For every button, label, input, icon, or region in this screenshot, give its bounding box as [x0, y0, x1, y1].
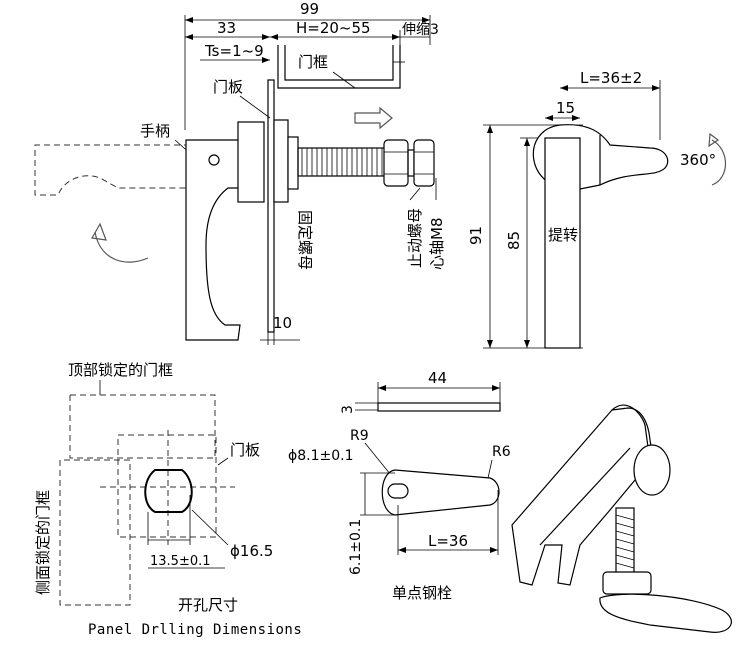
front-view-dimensions: L=36±2 15 91 85 [467, 69, 661, 349]
label-door-frame: 门框 [298, 53, 328, 71]
handle-swing-outline [34, 144, 190, 196]
label-fixing-nut: 固定螺母 [296, 210, 314, 270]
dim-radius-large: R6 [492, 444, 511, 460]
label-stop-nut: 止动螺母 [406, 208, 424, 268]
label-cutout: 开孔尺寸 [178, 596, 238, 614]
label-handle: 手柄 [140, 122, 170, 140]
bolt-side-view [377, 402, 501, 412]
bolt-dimensions: 44 3 [340, 369, 501, 414]
top-dimensions: 99 33 H=20~55 伸缩3 Ts=1~9 [184, 0, 439, 130]
label-shaft: 心轴M8 [428, 218, 446, 271]
label-panel: 门板 [230, 441, 260, 459]
dim-latch-width: 15 [556, 99, 575, 117]
rotate-arrow-icon [94, 231, 149, 263]
dim-hole-diameter: ϕ16.5 [230, 542, 273, 560]
lock-housing [237, 121, 265, 203]
dim-stretch: 伸缩3 [402, 22, 439, 38]
label-door-panel: 门板 [213, 78, 243, 96]
cutout-dashed-frames [59, 394, 235, 606]
dim-overall-height: 91 [467, 226, 485, 245]
handle-pivot [208, 154, 220, 166]
label-side-frame: 侧面锁定的门框 [34, 490, 52, 595]
stop-nut-assembly [383, 139, 435, 187]
dim-total-width: 99 [300, 0, 319, 18]
dim-bolt-height: 6.1±0.1 [348, 519, 364, 575]
dim-rotation: 360° [680, 151, 716, 169]
label-cutout-en: Panel Drlling Dimensions [88, 622, 302, 638]
dim-bolt-hole: ϕ8.1±0.1 [288, 448, 354, 464]
dim-plate-thickness: 10 [273, 314, 292, 332]
dim-left-width: 33 [217, 19, 236, 37]
dim-bolt-thickness: 3 [340, 405, 356, 414]
bolt-slot [387, 483, 409, 499]
threaded-shaft [297, 147, 389, 177]
isometric-handle [511, 404, 732, 633]
dim-radius-small: R9 [350, 428, 369, 444]
bolt-top-view [381, 469, 500, 516]
label-single-bolt: 单点钢栓 [392, 584, 452, 602]
dim-latch-height: 85 [505, 231, 523, 250]
front-view-latch: 提转 [532, 124, 669, 349]
handle-body [185, 139, 243, 341]
dim-bolt-center-length: L=36 [428, 532, 468, 550]
label-lift-turn: 提转 [548, 226, 578, 244]
dim-bolt-length: 44 [428, 369, 447, 387]
dim-latch-length: L=36±2 [580, 69, 642, 87]
label-top-frame: 顶部锁定的门框 [68, 361, 173, 379]
dim-hole-offset: 13.5±0.1 [150, 554, 211, 569]
door-frame-section: 门框 [277, 45, 405, 130]
dim-ts-range: Ts=1~9 [204, 42, 264, 60]
dim-h-range: H=20~55 [296, 19, 371, 37]
rotation-arc-icon [711, 139, 726, 186]
panel-cutout-hole [144, 469, 193, 513]
door-plate [267, 79, 275, 333]
